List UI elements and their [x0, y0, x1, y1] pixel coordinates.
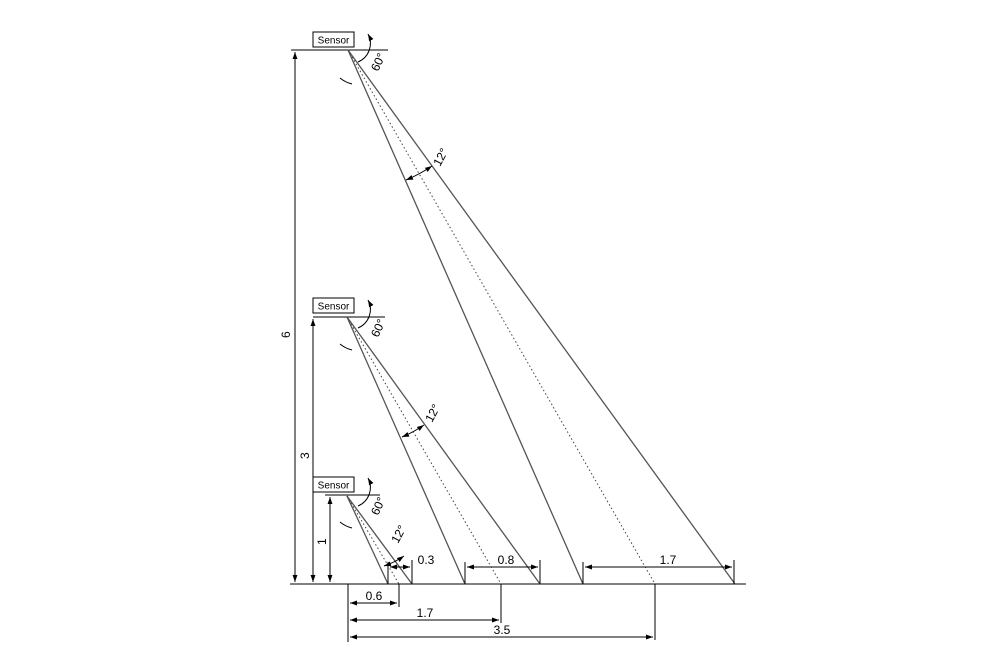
sensor-2-beam-center — [346, 316, 502, 585]
sensor-1-beam-left — [347, 49, 584, 585]
sensor-3-footprint: 0.3 — [418, 553, 435, 567]
sensor-1-label: Sensor — [318, 36, 350, 47]
sensor-3-height: 1 — [315, 538, 329, 545]
sensor-2-offset: 1.7 — [417, 606, 434, 620]
sensor-3-offset: 0.6 — [366, 589, 383, 603]
sensor-1: Sensor 60° 12° 6 1.7 3.5 — [279, 31, 736, 640]
sensor-1-beam-right — [347, 49, 736, 585]
sensor-1-height: 6 — [279, 331, 293, 338]
sensor-2-height: 3 — [298, 452, 312, 459]
sensor-2-beam-left — [346, 316, 466, 585]
sensor-2-footprint: 0.8 — [498, 553, 515, 567]
sensor-2-label: Sensor — [318, 302, 350, 313]
sensor-2-tilt-angle: 60° — [368, 317, 388, 340]
sensor-1-fov-angle: 12° — [430, 146, 451, 169]
sensor-1-box — [312, 31, 355, 48]
sensor-2-beam-right — [346, 316, 541, 585]
sensor-3: Sensor 60° 12° 1 0.3 0.6 — [312, 476, 435, 607]
sensor-2: Sensor 60° 12° 3 0.8 1.7 — [298, 297, 541, 623]
sensor-1-beam-center — [347, 49, 656, 585]
sensor-3-label: Sensor — [318, 481, 350, 492]
sensor-2-box — [312, 297, 355, 314]
sensor-3-beam-left — [346, 495, 389, 585]
sensor-3-box — [312, 476, 355, 493]
sensor-1-offset: 3.5 — [494, 623, 511, 637]
sensor-1-tilt-angle: 60° — [368, 51, 388, 74]
sensor-3-tilt-angle: 60° — [368, 495, 388, 518]
sensor-2-fov-angle: 12° — [422, 402, 443, 425]
sensor-3-fov-angle: 12° — [388, 523, 409, 546]
sensor-1-footprint: 1.7 — [660, 553, 677, 567]
